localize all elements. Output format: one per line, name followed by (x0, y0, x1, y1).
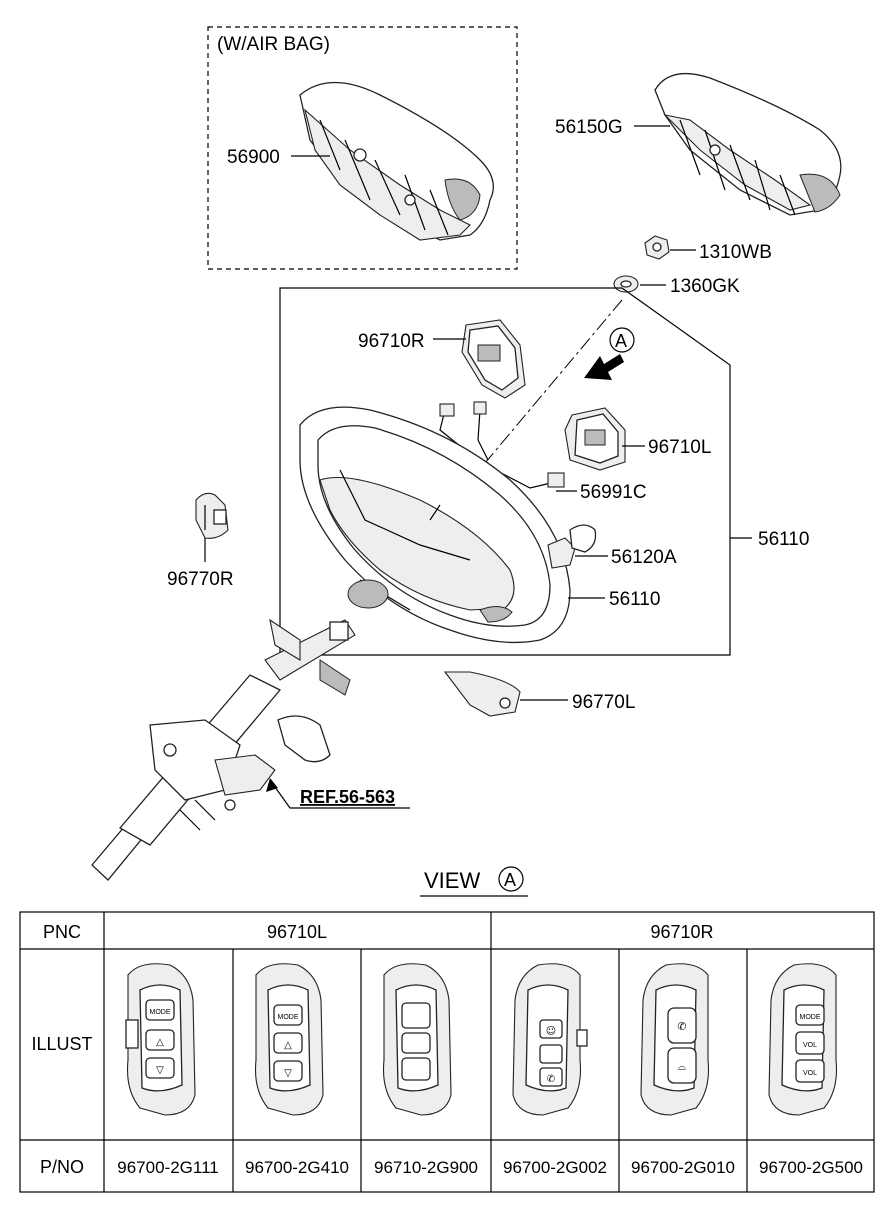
steering-wheel-group-outline (279, 287, 731, 656)
callout-56110-group: 56110 (758, 529, 809, 550)
pnc-group-96710R: 96710R (650, 922, 713, 942)
svg-text:▽: ▽ (156, 1065, 164, 1076)
callout-1310WB: 1310WB (699, 242, 772, 263)
svg-text:△: △ (156, 1037, 164, 1048)
airbag-option-box (207, 26, 518, 270)
view-a-heading: VIEW (424, 868, 480, 893)
svg-text:⌓: ⌓ (678, 1062, 686, 1073)
mode-label-6: MODE (800, 1014, 821, 1021)
view-a-marker: A (615, 331, 627, 351)
switch-illust-4: ☺ ✆ (512, 963, 588, 1116)
part-number-6[interactable]: 96700-2G500 (759, 1158, 863, 1177)
view-a-heading-marker: A (504, 870, 516, 890)
callout-56120A: 56120A (611, 547, 677, 568)
washer-1360GK[interactable] (613, 275, 639, 293)
wire-harness-56991C[interactable] (439, 401, 565, 489)
parts-table (19, 911, 875, 1193)
switch-illust-2: MODE △ ▽ (254, 963, 324, 1116)
row-header-pnc: PNC (43, 922, 81, 942)
part-number-5[interactable]: 96700-2G010 (631, 1158, 735, 1177)
airbag-module-56900[interactable] (299, 81, 494, 241)
part-number-4[interactable]: 96700-2G002 (503, 1158, 607, 1177)
mode-label-1: MODE (150, 1009, 171, 1016)
vol-label-up: VOL (803, 1042, 817, 1049)
callout-96710R: 96710R (358, 331, 425, 352)
switch-96770R[interactable] (195, 492, 229, 539)
callout-56900: 56900 (227, 147, 280, 168)
ref-label[interactable]: REF.56-563 (300, 787, 395, 807)
airbag-box-label: (W/AIR BAG) (217, 34, 330, 55)
steering-wheel-56110[interactable] (299, 406, 571, 644)
airbag-cover-56150G[interactable] (654, 72, 842, 216)
callout-96770L: 96770L (572, 692, 635, 713)
callout-1360GK: 1360GK (670, 276, 740, 297)
switch-illust-1: MODE △ ▽ (125, 963, 196, 1116)
row-header-illust: ILLUST (31, 1034, 92, 1054)
row-header-pno: P/NO (40, 1157, 84, 1177)
part-number-3[interactable]: 96710-2G900 (374, 1158, 478, 1177)
switch-illust-5: ✆ ⌓ (640, 963, 710, 1116)
callout-56991C: 56991C (580, 482, 647, 503)
part-number-1[interactable]: 96700-2G111 (117, 1158, 218, 1177)
vol-label-down: VOL (803, 1070, 817, 1077)
callout-56110: 56110 (609, 589, 660, 610)
svg-text:△: △ (284, 1040, 292, 1051)
switch-96710R[interactable] (461, 319, 526, 399)
part-number-2[interactable]: 96700-2G410 (245, 1158, 349, 1177)
svg-text:✆: ✆ (677, 1020, 686, 1033)
steering-column (91, 618, 356, 881)
view-direction-arrow (584, 354, 624, 380)
pnc-group-96710L: 96710L (267, 922, 327, 942)
switch-illust-6: MODE VOL VOL (768, 963, 838, 1116)
damper-56120A[interactable] (547, 524, 597, 569)
callout-56150G: 56150G (555, 117, 623, 138)
callout-96710L: 96710L (648, 437, 711, 458)
svg-text:✆: ✆ (547, 1074, 555, 1085)
svg-text:▽: ▽ (284, 1068, 292, 1079)
switch-illust-3 (382, 963, 452, 1116)
svg-text:☺: ☺ (546, 1026, 556, 1037)
nut-1310WB[interactable] (644, 235, 670, 260)
switch-96710L[interactable] (564, 407, 626, 471)
callout-96770R: 96770R (167, 569, 234, 590)
mode-label-2: MODE (278, 1014, 299, 1021)
switch-96770L[interactable] (443, 671, 521, 717)
